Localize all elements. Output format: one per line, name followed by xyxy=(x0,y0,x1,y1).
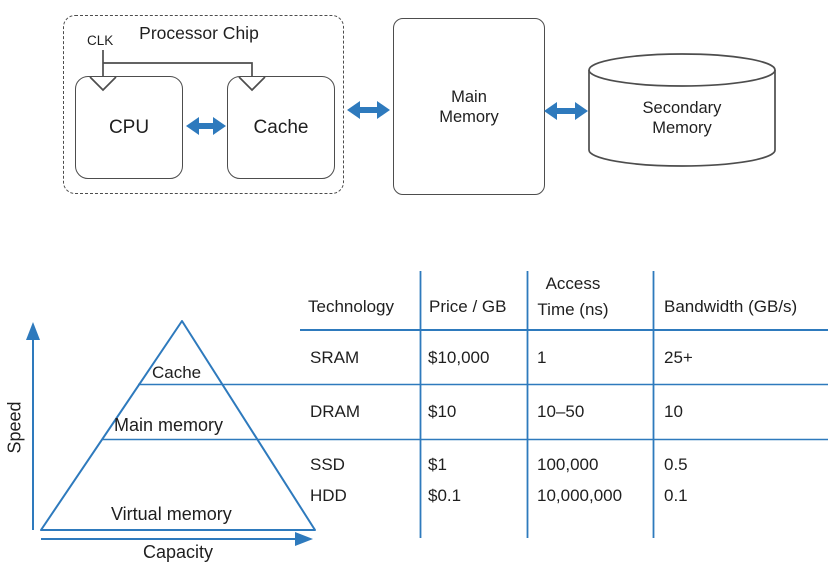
chip-mainmemory-arrow-icon xyxy=(347,101,390,119)
table-cell-tech: SRAM xyxy=(310,348,360,367)
table-cell-bandwidth: 0.5 xyxy=(664,455,688,474)
table-header-access-line1: Access xyxy=(545,274,601,293)
table-cell-bandwidth: 10 xyxy=(664,402,683,421)
pyramid-level-cache-label: Cache xyxy=(152,363,202,382)
table-header-technology: Technology xyxy=(308,297,395,316)
table-cell-access: 10–50 xyxy=(537,402,585,421)
secondary-memory-label-line1: Secondary xyxy=(642,99,722,117)
processor-chip-label: Processor Chip xyxy=(139,23,259,43)
main-memory-label-line1: Main xyxy=(451,87,487,106)
table-cell-access: 1 xyxy=(537,348,547,367)
pyramid-level-virtual-memory-label: Virtual memory xyxy=(111,504,232,524)
table-header-access-line2: Time (ns) xyxy=(537,300,609,319)
secondary-memory-label: Secondary Memory xyxy=(592,98,772,138)
table-cell-price: $1 xyxy=(428,455,447,474)
table-cell-price: $10 xyxy=(428,402,457,421)
mainmemory-secondary-arrow-icon xyxy=(544,102,588,120)
capacity-axis-label: Capacity xyxy=(142,542,214,562)
table-cell-tech: HDD xyxy=(310,486,347,505)
table-cell-bandwidth: 0.1 xyxy=(664,486,688,505)
cpu-label: CPU xyxy=(108,116,150,138)
main-memory-label-line2: Memory xyxy=(439,107,499,126)
processor-chip-boundary xyxy=(63,15,344,194)
table-header-access-time: Access Time (ns) xyxy=(512,271,634,323)
capacity-axis-arrowhead-icon xyxy=(295,532,313,546)
speed-axis-arrowhead-icon xyxy=(26,322,40,340)
main-memory-box: Main Memory xyxy=(393,18,545,195)
pyramid-level-main-memory-label: Main memory xyxy=(114,415,224,435)
cache-label: Cache xyxy=(253,116,309,138)
table-cell-access: 100,000 xyxy=(537,455,599,474)
secondary-memory-cylinder-top xyxy=(588,53,776,87)
table-cell-bandwidth: 25+ xyxy=(664,348,693,367)
speed-axis-label: Speed xyxy=(4,401,25,454)
table-header-price: Price / GB xyxy=(429,297,507,316)
table-cell-price: $0.1 xyxy=(428,486,462,505)
clk-label: CLK xyxy=(87,33,114,48)
cpu-box: CPU xyxy=(75,76,183,179)
cache-box: Cache xyxy=(227,76,335,179)
table-cell-tech: DRAM xyxy=(310,402,361,421)
table-header-bandwidth: Bandwidth (GB/s) xyxy=(664,297,798,316)
table-cell-access: 10,000,000 xyxy=(537,486,623,505)
table-cell-tech: SSD xyxy=(310,455,345,474)
secondary-memory-label-line2: Memory xyxy=(652,119,712,137)
table-cell-price: $10,000 xyxy=(428,348,490,367)
